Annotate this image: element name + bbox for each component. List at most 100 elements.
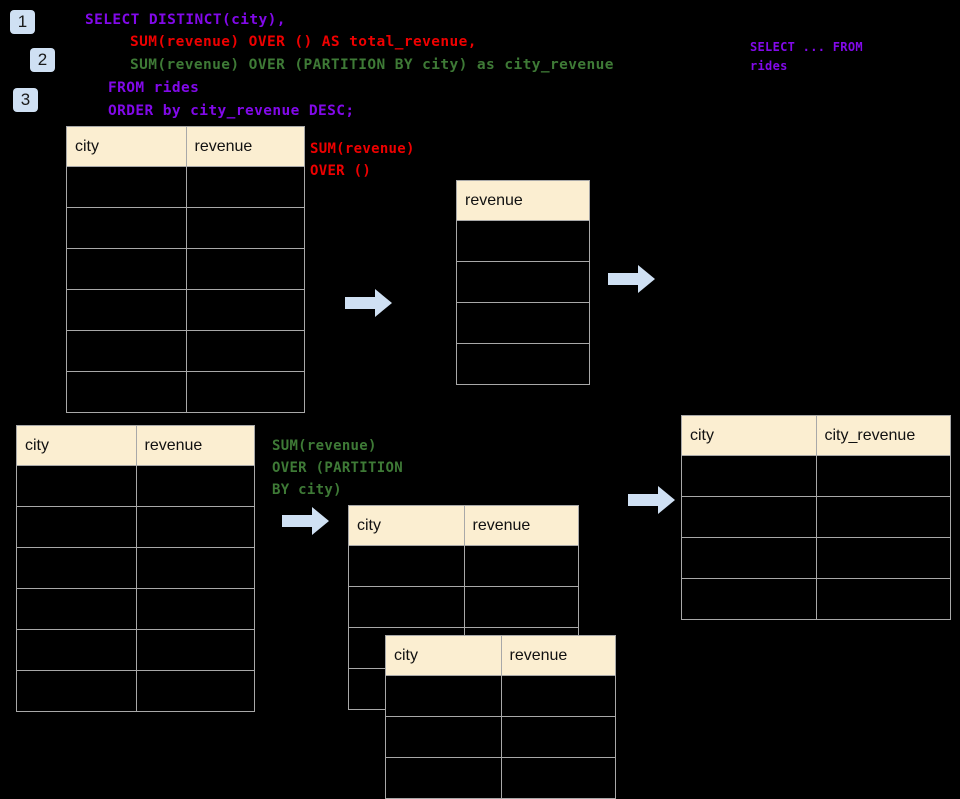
- table-row: [456, 302, 590, 344]
- table-row: [66, 330, 305, 372]
- table-cell-revenue: [456, 343, 590, 385]
- sql-line-1: SELECT DISTINCT(city),: [85, 12, 286, 28]
- table-row: [16, 670, 255, 712]
- table-row: [385, 757, 616, 799]
- table-cell-revenue: [135, 629, 255, 671]
- arrow-right-icon: [345, 289, 392, 317]
- table-cell-city: [348, 586, 465, 628]
- table-cell-revenue: [456, 302, 590, 344]
- column-header-revenue: revenue: [500, 635, 616, 676]
- table-row: [348, 545, 579, 587]
- table-cell-revenue: [463, 586, 579, 628]
- table-row: [681, 496, 951, 538]
- table-cell-revenue: [185, 289, 305, 331]
- table-row: [385, 716, 616, 758]
- sql-line-2: SUM(revenue) OVER () AS total_revenue,: [130, 34, 477, 50]
- table-row: [456, 261, 590, 303]
- sql-line-5: ORDER by city_revenue DESC;: [108, 103, 355, 119]
- sum-over-partition-annotation: SUM(revenue) OVER (PARTITION BY city): [272, 438, 403, 498]
- table-cell-revenue: [500, 675, 616, 717]
- table-row: [66, 207, 305, 249]
- table-cell-revenue: [185, 371, 305, 413]
- table-cell-city-revenue: [815, 455, 951, 497]
- table-cell-revenue: [456, 220, 590, 262]
- table-cell-revenue: [500, 757, 616, 799]
- table-cell-city: [348, 545, 465, 587]
- column-header-city: city: [348, 505, 465, 546]
- table-row: [681, 578, 951, 620]
- step-badge-2: 2: [30, 48, 55, 72]
- table-row: [66, 166, 305, 208]
- sum-over-empty-annotation: SUM(revenue) OVER (): [310, 141, 415, 179]
- table-row: [348, 586, 579, 628]
- table-cell-city: [66, 248, 187, 290]
- column-header-city: city: [681, 415, 817, 456]
- table-cell-revenue: [500, 716, 616, 758]
- table-cell-city: [66, 371, 187, 413]
- table-cell-revenue: [135, 465, 255, 507]
- table-cell-city: [16, 506, 137, 548]
- arrow-right-icon: [282, 507, 329, 535]
- table-row: [385, 675, 616, 717]
- table-cell-city: [681, 578, 817, 620]
- table-cell-revenue: [135, 588, 255, 630]
- table-row: [456, 220, 590, 262]
- table-cell-revenue: [135, 670, 255, 712]
- table-cell-city: [681, 537, 817, 579]
- table-cell-city: [16, 547, 137, 589]
- column-header-revenue: revenue: [456, 180, 590, 221]
- table-cell-city: [66, 289, 187, 331]
- table-cell-revenue: [185, 166, 305, 208]
- table-row: [681, 537, 951, 579]
- table-row: [16, 547, 255, 589]
- total-revenue-table: revenue: [456, 180, 590, 385]
- sql-line-3: SUM(revenue) OVER (PARTITION BY city) as…: [130, 57, 614, 73]
- table-cell-city: [16, 629, 137, 671]
- arrow-top-right: [608, 264, 656, 294]
- table-cell-city-revenue: [815, 496, 951, 538]
- step-badge-1: 1: [10, 10, 35, 34]
- arrow-right-icon: [608, 265, 655, 293]
- arrow-top-left: [345, 288, 393, 318]
- table-cell-revenue: [135, 506, 255, 548]
- table-header-row: revenue: [456, 180, 590, 221]
- arrow-right-icon: [628, 486, 675, 514]
- table-cell-city: [385, 675, 502, 717]
- table-row: [16, 506, 255, 548]
- table-cell-revenue: [456, 261, 590, 303]
- table-cell-city: [66, 166, 187, 208]
- table-cell-city: [681, 496, 817, 538]
- table-cell-city: [66, 207, 187, 249]
- table-cell-city-revenue: [815, 537, 951, 579]
- table-row: [16, 465, 255, 507]
- table-cell-revenue: [185, 330, 305, 372]
- arrow-bottom-left: [282, 506, 330, 536]
- table-row: [456, 343, 590, 385]
- column-header-revenue: revenue: [135, 425, 255, 466]
- table-cell-city: [66, 330, 187, 372]
- column-header-city: city: [16, 425, 137, 466]
- column-header-city-revenue: city_revenue: [815, 415, 951, 456]
- table-cell-revenue: [185, 207, 305, 249]
- table-row: [66, 289, 305, 331]
- table-row: [16, 629, 255, 671]
- table-cell-city: [16, 588, 137, 630]
- column-header-city: city: [385, 635, 502, 676]
- table-cell-revenue: [135, 547, 255, 589]
- step-badge-3: 3: [13, 88, 38, 112]
- table-cell-city: [681, 455, 817, 497]
- arrow-bottom-right: [628, 485, 676, 515]
- table-cell-city: [16, 670, 137, 712]
- column-header-revenue: revenue: [463, 505, 579, 546]
- column-header-city: city: [66, 126, 187, 167]
- select-from-rides-label: SELECT ... FROM rides: [750, 40, 863, 73]
- table-cell-city: [16, 465, 137, 507]
- sql-line-4: FROM rides: [108, 80, 200, 96]
